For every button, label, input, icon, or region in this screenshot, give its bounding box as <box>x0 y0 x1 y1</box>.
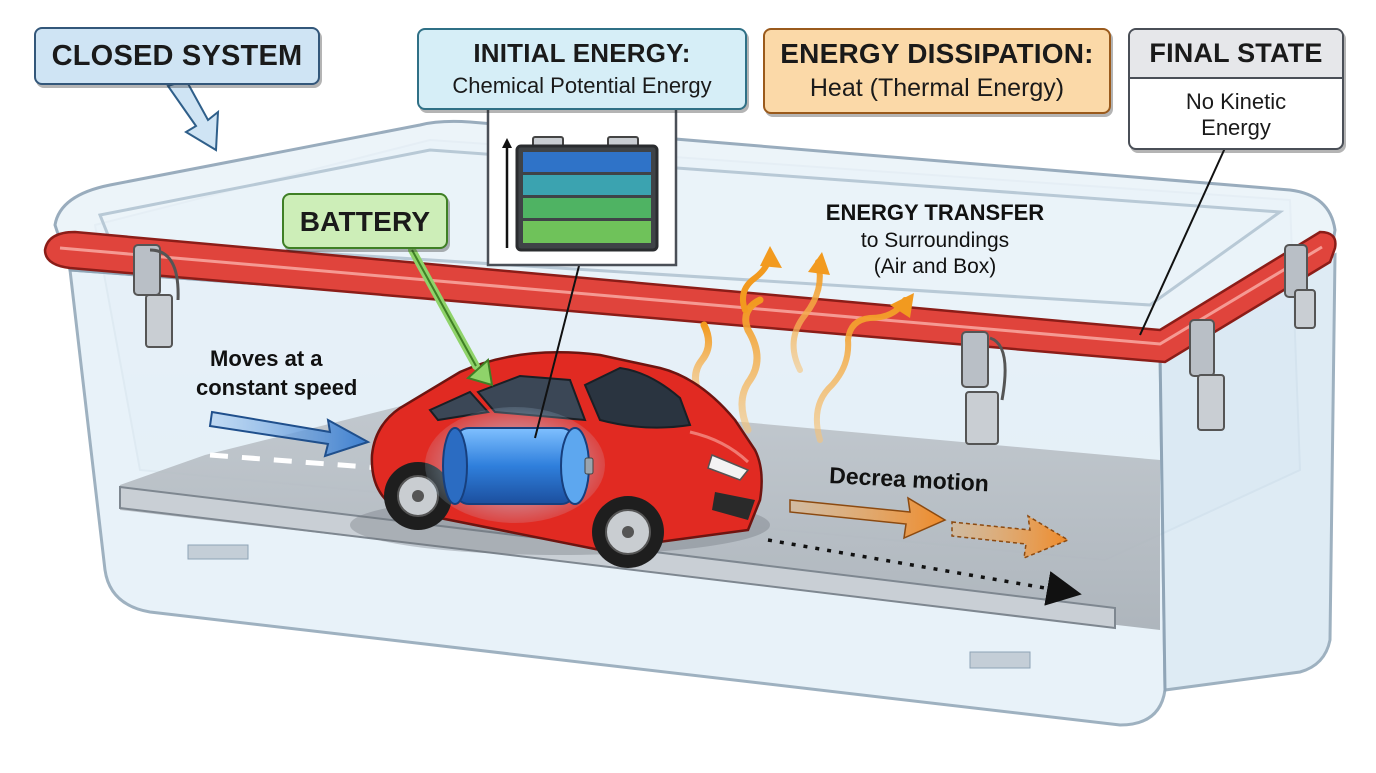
final-state-line-2: Energy <box>1201 115 1271 140</box>
box-foot-left <box>187 544 249 560</box>
callout-connectors <box>166 78 1226 439</box>
energy-dissipation-subtitle: Heat (Thermal Energy) <box>809 74 1065 102</box>
decrease-motion-arrows <box>767 496 1082 606</box>
heat-wave-arrow-icon <box>814 297 908 443</box>
car-battery-cylinder <box>442 427 594 505</box>
closed-system-pointer <box>166 78 220 152</box>
battery-level-panel <box>486 98 678 267</box>
lid-top <box>53 119 1337 352</box>
battery-title: BATTERY <box>299 206 431 237</box>
final-state-title: FINAL STATE <box>1130 30 1342 79</box>
initial-energy-label: INITIAL ENERGY: Chemical Potential Energ… <box>417 28 747 110</box>
orange-arrow-1 <box>789 496 947 540</box>
lid-red-seal <box>43 230 1337 364</box>
heat-wave-arrows <box>692 246 914 443</box>
heat-arrow-head <box>890 293 914 318</box>
constant-speed-text: Moves at a constant speed <box>190 344 390 402</box>
heat-arrow-head <box>808 252 830 275</box>
closed-system-label: CLOSED SYSTEM <box>34 27 320 85</box>
initial-energy-pointer <box>534 261 581 439</box>
latch-middle[interactable] <box>961 331 1007 445</box>
orange-arrow-2 <box>951 514 1070 560</box>
energy-dissipation-label: ENERGY DISSIPATION: Heat (Thermal Energy… <box>763 28 1111 114</box>
energy-dissipation-title: ENERGY DISSIPATION: <box>780 38 1094 69</box>
energy-transfer-title: ENERGY TRANSFER <box>825 200 1045 225</box>
initial-energy-subtitle: Chemical Potential Energy <box>452 73 712 98</box>
car-front-wheel <box>592 496 664 568</box>
heat-wave-arrow-icon <box>790 259 823 373</box>
battery-pointer-head <box>465 358 494 387</box>
lane-marking <box>209 452 381 471</box>
box-foot-right <box>969 651 1031 669</box>
constant-speed-line-1: Moves at a <box>210 346 323 371</box>
car-windshield <box>583 366 692 429</box>
closed-system-title: CLOSED SYSTEM <box>51 40 303 72</box>
dotted-motion-arrow <box>767 538 1082 606</box>
latch-left[interactable] <box>133 244 180 348</box>
heat-wave-icon <box>738 296 764 434</box>
final-state-line-1: No Kinetic <box>1185 89 1287 114</box>
car-grille <box>712 492 755 520</box>
energy-transfer-line-1: to Surroundings <box>860 229 1010 252</box>
final-state-pointer <box>1139 147 1226 336</box>
constant-speed-line-2: constant speed <box>196 375 358 400</box>
initial-energy-title: INITIAL ENERGY: <box>473 38 691 68</box>
latch-right[interactable] <box>1189 244 1316 431</box>
heat-arrow-head <box>760 246 782 268</box>
energy-transfer-text: ENERGY TRANSFER to Surroundings (Air and… <box>800 200 1070 279</box>
battery-level-icon <box>515 136 659 252</box>
final-state-label: FINAL STATE No Kinetic Energy <box>1128 28 1344 150</box>
car-hood-highlight <box>689 430 750 464</box>
energy-transfer-line-2: (Air and Box) <box>873 255 997 278</box>
car-headlight <box>707 453 750 481</box>
constant-speed-arrow <box>208 410 371 458</box>
battery-label: BATTERY <box>282 193 448 249</box>
box-lid <box>43 119 1337 364</box>
red-car <box>350 351 770 568</box>
